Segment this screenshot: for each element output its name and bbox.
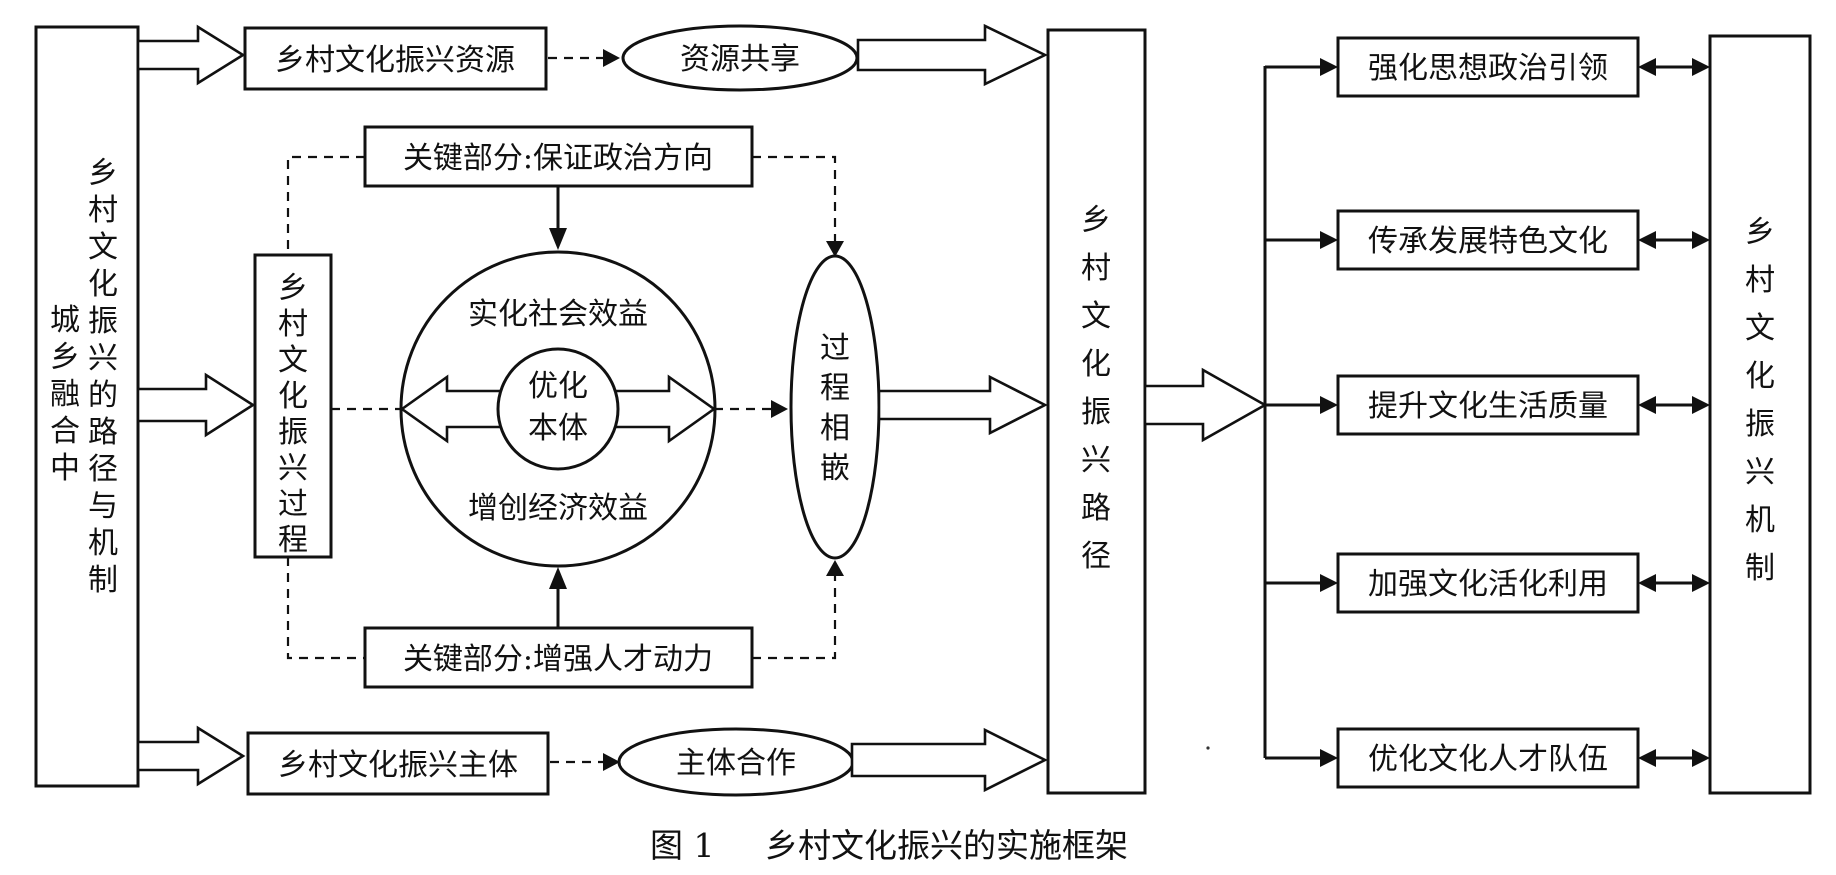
solid-arrow-top-head: [549, 228, 567, 250]
dash-top-right-arrowhead: [826, 241, 844, 257]
resource-share-label: 资源共享: [680, 42, 800, 77]
measure-double-arrow-right-head: [1692, 396, 1710, 414]
subject-box-label: 乡村文化振兴主体: [278, 748, 518, 783]
dash-top-right-link: [752, 155, 837, 243]
left-framework-box: [34, 25, 140, 788]
left-col-1-text: 城乡融合中: [50, 303, 80, 486]
measure-box: [1336, 374, 1640, 436]
path-box-label: 乡村文化振兴路径: [1081, 203, 1111, 574]
dash-bottom-right-link: [752, 573, 837, 660]
path-box: [1046, 28, 1147, 795]
center-circle: [496, 347, 620, 471]
measure-double-arrow-right-head: [1692, 58, 1710, 76]
measure-branch-arrowhead: [1320, 58, 1338, 76]
measure-label: 提升文化生活质量: [1368, 389, 1608, 424]
fat-arrow-path-to-measures: [1143, 367, 1268, 443]
process-box: [253, 253, 333, 559]
solid-arrow-bottom-head: [549, 567, 567, 589]
dash-top-left-link: [286, 155, 365, 255]
measure-label: 强化思想政治引领: [1368, 51, 1608, 86]
caption-number: 图 1: [650, 826, 715, 865]
measure-double-arrow-right-head: [1692, 749, 1710, 767]
dash-bottom-left-link: [286, 557, 365, 660]
center-line-1: 优化: [528, 369, 588, 404]
measure-double-arrow-right-head: [1692, 231, 1710, 249]
center-line-2: 本体: [528, 411, 588, 446]
resource-box: [243, 26, 548, 91]
mechanism-box-label: 乡村文化振兴机制: [1745, 215, 1775, 586]
measure-branch-arrowhead: [1320, 574, 1338, 592]
measure-double-arrow-left-head: [1638, 574, 1656, 592]
measure-double-arrow-left-head: [1638, 396, 1656, 414]
fat-arrow-top-left: [136, 24, 246, 86]
mechanism-box: [1708, 34, 1812, 795]
stray-dot: [1206, 746, 1210, 750]
fat-arrow-coop-to-path: [850, 727, 1048, 793]
subject-box: [246, 731, 550, 796]
embed-ellipse-label: 过程相嵌: [820, 331, 850, 486]
circle-top-text: 实化社会效益: [468, 297, 648, 332]
measure-box: [1336, 209, 1640, 271]
resource-dash-arrowhead: [603, 49, 620, 67]
measure-label: 传承发展特色文化: [1368, 224, 1608, 259]
measure-box: [1336, 727, 1640, 789]
measure-branch-arrowhead: [1320, 231, 1338, 249]
fat-arrow-share-to-path: [856, 23, 1048, 87]
caption-title: 乡村文化振兴的实施框架: [765, 826, 1128, 865]
measure-double-arrow-left-head: [1638, 58, 1656, 76]
measures-branch-arrows: [1265, 58, 1338, 767]
key-part-top-label: 关键部分:保证政治方向: [403, 141, 713, 176]
measure-label: 优化文化人才队伍: [1368, 742, 1608, 777]
circle-bottom-text: 增创经济效益: [468, 491, 648, 526]
dash-bottom-right-arrowhead: [826, 560, 844, 576]
process-box-label: 乡村文化振兴过程: [278, 271, 308, 558]
measure-branch-arrowhead: [1320, 396, 1338, 414]
measure-double-arrow-right-head: [1692, 574, 1710, 592]
subject-dash-arrowhead: [603, 753, 620, 771]
measure-double-arrow-left-head: [1638, 231, 1656, 249]
resource-box-label: 乡村文化振兴资源: [275, 43, 515, 78]
measure-label: 加强文化活化利用: [1368, 567, 1608, 602]
measure-box: [1336, 36, 1640, 98]
measure-branch-arrowhead: [1320, 749, 1338, 767]
fat-arrow-bottom-left: [136, 725, 246, 787]
circle-to-embed-arrowhead: [771, 400, 788, 418]
fat-arrow-mid-left: [136, 372, 256, 438]
embed-ellipse: [789, 254, 881, 560]
key-part-bottom-label: 关键部分:增强人才动力: [403, 642, 713, 677]
subject-coop-label: 主体合作: [676, 746, 796, 781]
left-col-2-text: 乡村文化振兴的路径与机制: [88, 156, 118, 598]
measure-double-arrow-left-head: [1638, 749, 1656, 767]
fat-arrow-embed-to-path: [877, 374, 1048, 436]
